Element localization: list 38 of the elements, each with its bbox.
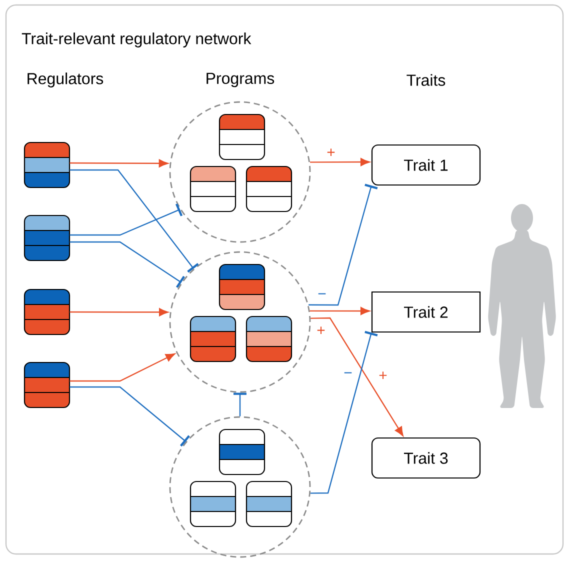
trait-box: Trait 3 [371, 437, 481, 479]
gene-box [190, 316, 236, 362]
arrow [70, 159, 168, 168]
trait-box: Trait 2 [371, 291, 481, 333]
arrow [310, 317, 404, 436]
column-heading: Regulators [28, 72, 104, 88]
gene-box [246, 166, 292, 212]
gene-box [190, 166, 236, 212]
gene-box [218, 428, 266, 476]
title: Trait-relevant regulatory network [22, 32, 252, 48]
program-circle [169, 416, 311, 558]
arrow [70, 308, 168, 316]
gene-box [246, 316, 292, 362]
bar-headed-line [308, 184, 378, 306]
bar-headed-line [310, 330, 378, 494]
gene-box [218, 114, 266, 160]
gene-box [24, 142, 70, 188]
column-heading: Traits [406, 74, 446, 86]
program-circle [169, 101, 311, 243]
gene-box [24, 288, 70, 336]
bar-headed-line [234, 392, 246, 416]
column-heading: Programs [206, 72, 274, 88]
arrow [70, 353, 176, 382]
arrow [310, 158, 370, 166]
edge-label: + [317, 326, 325, 334]
program-circle [169, 251, 311, 393]
arrow [310, 306, 370, 315]
trait-box: Trait 1 [371, 144, 481, 186]
edge-label: − [318, 293, 326, 294]
edge-label: + [379, 372, 387, 380]
gene-box [218, 264, 266, 310]
gene-box [190, 480, 236, 528]
gene-box [24, 214, 70, 262]
edge-label: − [344, 372, 352, 374]
gene-box [246, 480, 292, 528]
gene-box [24, 362, 70, 408]
edge-label: + [327, 148, 335, 156]
bar-headed-line [70, 241, 185, 288]
